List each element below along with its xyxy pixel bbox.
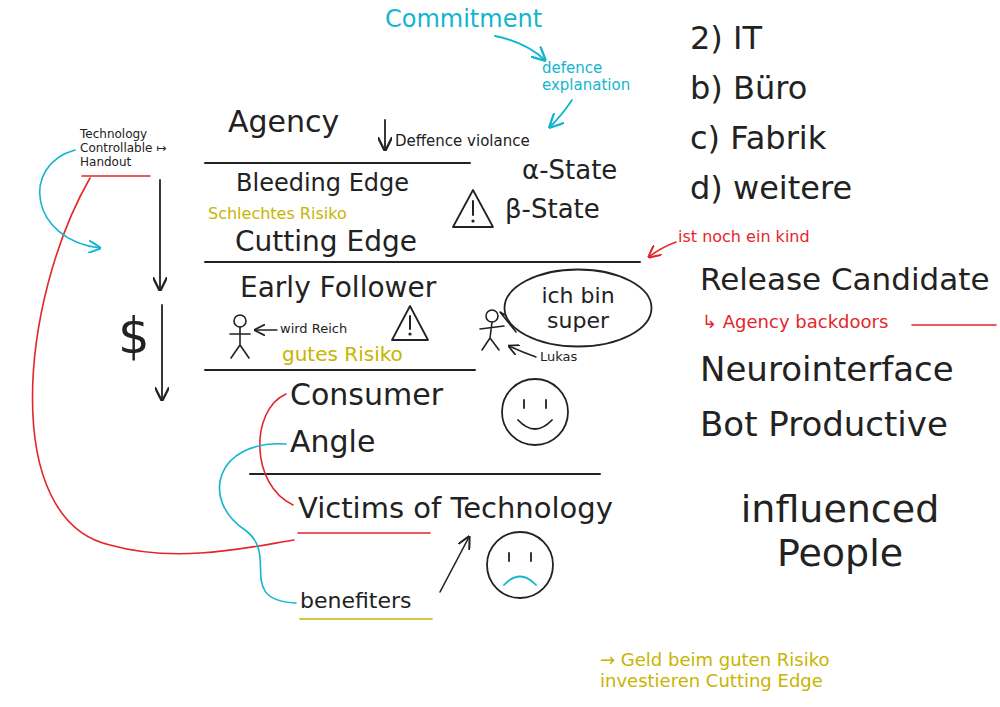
handwritten-label: Neurointerface bbox=[700, 350, 954, 389]
red-line bbox=[912, 324, 996, 326]
happy-smiley bbox=[502, 379, 568, 445]
handwritten-label: β-State bbox=[505, 195, 600, 225]
tier-line bbox=[205, 162, 470, 164]
warning-mark bbox=[472, 201, 474, 215]
stick-figure bbox=[234, 315, 246, 327]
down-arrow bbox=[384, 120, 386, 150]
handwritten-label: Cutting Edge bbox=[235, 226, 417, 258]
leader-arrow bbox=[440, 537, 469, 592]
warning-mark bbox=[471, 219, 474, 222]
handwritten-label: Commitment bbox=[385, 6, 542, 34]
handwritten-label: Technology Controllable ↦ Handout bbox=[80, 128, 172, 169]
handwritten-label: 2) IT bbox=[690, 20, 762, 57]
warning-triangle bbox=[453, 190, 493, 227]
handwritten-label: wird Reich bbox=[280, 322, 347, 337]
speech-bubble: ich bin super bbox=[503, 268, 653, 348]
money-arrow bbox=[161, 305, 163, 400]
stick-figure bbox=[486, 310, 498, 322]
handwritten-label: influenced People bbox=[690, 488, 990, 575]
happy-smiley bbox=[518, 400, 552, 429]
underline bbox=[82, 175, 150, 177]
handwritten-label: c) Fabrik bbox=[690, 120, 826, 157]
handwritten-label: ↳ Agency backdoors bbox=[702, 312, 888, 333]
handwritten-label: α-State bbox=[522, 156, 617, 186]
handwritten-label: benefiters bbox=[300, 588, 412, 613]
handwritten-label: defence explanation bbox=[542, 60, 650, 95]
handwritten-label: Agency bbox=[228, 105, 339, 140]
handwritten-label: d) weitere bbox=[690, 170, 852, 207]
leader-arrow bbox=[509, 346, 536, 357]
leader-arrow bbox=[255, 329, 277, 330]
handwritten-label: → Geld beim guten Risiko investieren Cut… bbox=[600, 650, 890, 691]
sad-mouth bbox=[504, 577, 536, 586]
sad-smiley bbox=[487, 532, 553, 598]
commitment-arrow bbox=[495, 36, 545, 60]
tier-line bbox=[205, 369, 475, 371]
warning-triangle bbox=[392, 306, 428, 340]
handwritten-label: ist noch ein kind bbox=[678, 228, 810, 246]
leader-arrow bbox=[649, 242, 676, 257]
bubble-outline bbox=[505, 270, 652, 347]
tier-line bbox=[205, 261, 640, 263]
handwritten-label: gutes Risiko bbox=[282, 343, 403, 366]
handwritten-label: b) Büro bbox=[690, 70, 807, 107]
sad-smiley bbox=[509, 553, 531, 561]
warning-mark bbox=[408, 332, 411, 335]
tier-line bbox=[250, 473, 600, 475]
handwritten-label: Schlechtes Risiko bbox=[208, 205, 347, 223]
stick-figure bbox=[230, 327, 250, 358]
handwritten-label: $ bbox=[118, 308, 150, 366]
bubble-text: ich bin super bbox=[528, 283, 628, 334]
warning-mark bbox=[409, 316, 411, 329]
explanation-arrow bbox=[550, 100, 572, 127]
handwritten-label: Deffence violance bbox=[395, 133, 530, 150]
handwritten-label: Bleeding Edge bbox=[236, 170, 409, 198]
underline bbox=[298, 532, 430, 534]
handwritten-label: Victims of Technology bbox=[298, 492, 613, 525]
handwritten-label: Early Follower bbox=[240, 272, 436, 304]
relation-curve bbox=[219, 444, 296, 603]
handwritten-label: Consumer bbox=[290, 378, 443, 413]
money-arrow bbox=[159, 180, 161, 290]
underline bbox=[300, 618, 432, 620]
handwritten-label: Lukas bbox=[540, 350, 577, 365]
handwritten-label: Bot Productive bbox=[700, 405, 948, 444]
relation-curve bbox=[260, 394, 293, 505]
stick-figure bbox=[480, 322, 504, 350]
handwritten-label: Angle bbox=[290, 425, 375, 460]
handwritten-label: Release Candidate bbox=[700, 262, 989, 298]
